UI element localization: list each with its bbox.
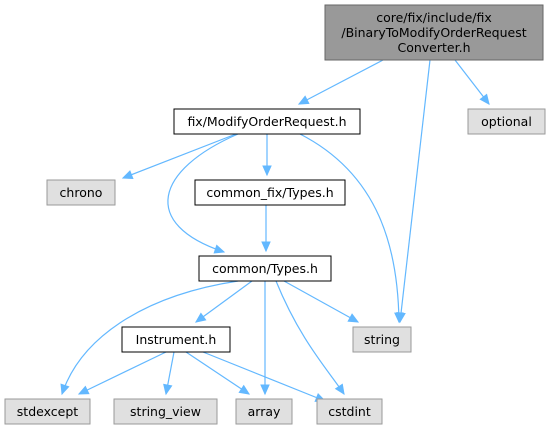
node-box (198, 255, 332, 282)
node-cfix[interactable]: common_fix/Types.h (194, 179, 346, 206)
node-chrono: chrono (46, 179, 116, 206)
edges-layer (60, 59, 490, 402)
node-box (121, 326, 231, 353)
edge-arrowhead (260, 384, 270, 396)
node-label: Converter.h (397, 40, 470, 55)
node-root[interactable]: core/fix/include/fix/BinaryToModifyOrder… (324, 4, 544, 61)
node-box (352, 326, 412, 353)
edge-line (202, 351, 326, 402)
edge-line (299, 133, 400, 323)
node-string: string (352, 326, 412, 353)
node-label: cstdint (328, 404, 371, 419)
node-label: core/fix/include/fix (376, 10, 492, 25)
edge-ctypes-to-array (260, 281, 270, 396)
node-cstdint: cstdint (316, 398, 383, 425)
edge-ctypes-to-string (283, 280, 360, 323)
edge-arrowhead (195, 312, 207, 323)
edge-ctypes-to-instrument (195, 280, 253, 323)
node-ctypes[interactable]: common/Types.h (198, 255, 332, 282)
edge-arrowhead (77, 385, 90, 395)
node-label: optional (481, 114, 532, 129)
edge-line (185, 351, 250, 395)
node-label: stdexcept (17, 404, 78, 419)
edge-line (275, 280, 345, 395)
node-stdexcept: stdexcept (4, 398, 91, 425)
node-label: chrono (60, 185, 103, 200)
node-label: /BinaryToModifyOrderRequest (341, 25, 526, 40)
edge-arrowhead (238, 384, 251, 395)
edge-line (78, 351, 167, 395)
node-label: string_view (130, 404, 201, 419)
node-label: common/Types.h (212, 261, 318, 276)
edge-arrowhead (479, 93, 490, 105)
edge-line (399, 59, 431, 323)
edge-line (195, 280, 253, 323)
edge-instrument-to-stdexcept (77, 351, 167, 395)
edge-arrowhead (121, 170, 134, 179)
edge-ctypes-to-stdexcept (60, 280, 239, 396)
edge-line (298, 59, 384, 105)
node-string_view: string_view (113, 398, 218, 425)
edge-instrument-to-string_view (163, 351, 175, 396)
node-label: fix/ModifyOrderRequest.h (187, 114, 346, 129)
edge-instrument-to-array (185, 351, 251, 395)
node-modify[interactable]: fix/ModifyOrderRequest.h (173, 108, 361, 135)
node-box (316, 398, 383, 425)
node-instrument[interactable]: Instrument.h (121, 326, 231, 353)
node-box (324, 4, 544, 61)
edge-arrowhead (394, 312, 404, 324)
edge-arrowhead (262, 165, 272, 177)
edge-arrowhead (347, 313, 360, 323)
edge-modify-to-cfix (262, 134, 272, 177)
edge-root-to-string (396, 59, 431, 324)
edge-arrowhead (297, 95, 310, 105)
node-label: string (364, 332, 400, 347)
node-array: array (235, 398, 293, 425)
node-box (4, 398, 91, 425)
edge-instrument-to-cstdint (202, 351, 327, 402)
edge-line (122, 133, 237, 179)
edge-line (283, 280, 359, 323)
edge-arrowhead (60, 383, 70, 396)
node-label: Instrument.h (136, 332, 217, 347)
edge-line (167, 133, 239, 253)
edge-root-to-modify (297, 59, 384, 105)
edge-arrowhead (261, 241, 271, 253)
node-box (235, 398, 293, 425)
edge-arrowhead (163, 383, 173, 396)
nodes-layer: core/fix/include/fix/BinaryToModifyOrder… (4, 4, 546, 425)
edge-arrowhead (334, 383, 345, 396)
edge-root-to-optional (454, 59, 490, 105)
edge-modify-to-ctypes (167, 133, 239, 254)
edge-cfix-to-ctypes (261, 205, 271, 253)
node-box (113, 398, 218, 425)
node-box (194, 179, 346, 206)
edge-ctypes-to-cstdint (275, 280, 345, 396)
node-label: common_fix/Types.h (206, 185, 333, 200)
edge-arrowhead (213, 244, 226, 254)
edge-line (61, 280, 239, 395)
node-label: array (248, 404, 281, 419)
node-box (467, 108, 546, 135)
node-optional: optional (467, 108, 546, 135)
node-box (173, 108, 361, 135)
edge-modify-to-chrono (121, 133, 237, 179)
edge-modify-to-string (299, 133, 404, 324)
node-box (46, 179, 116, 206)
